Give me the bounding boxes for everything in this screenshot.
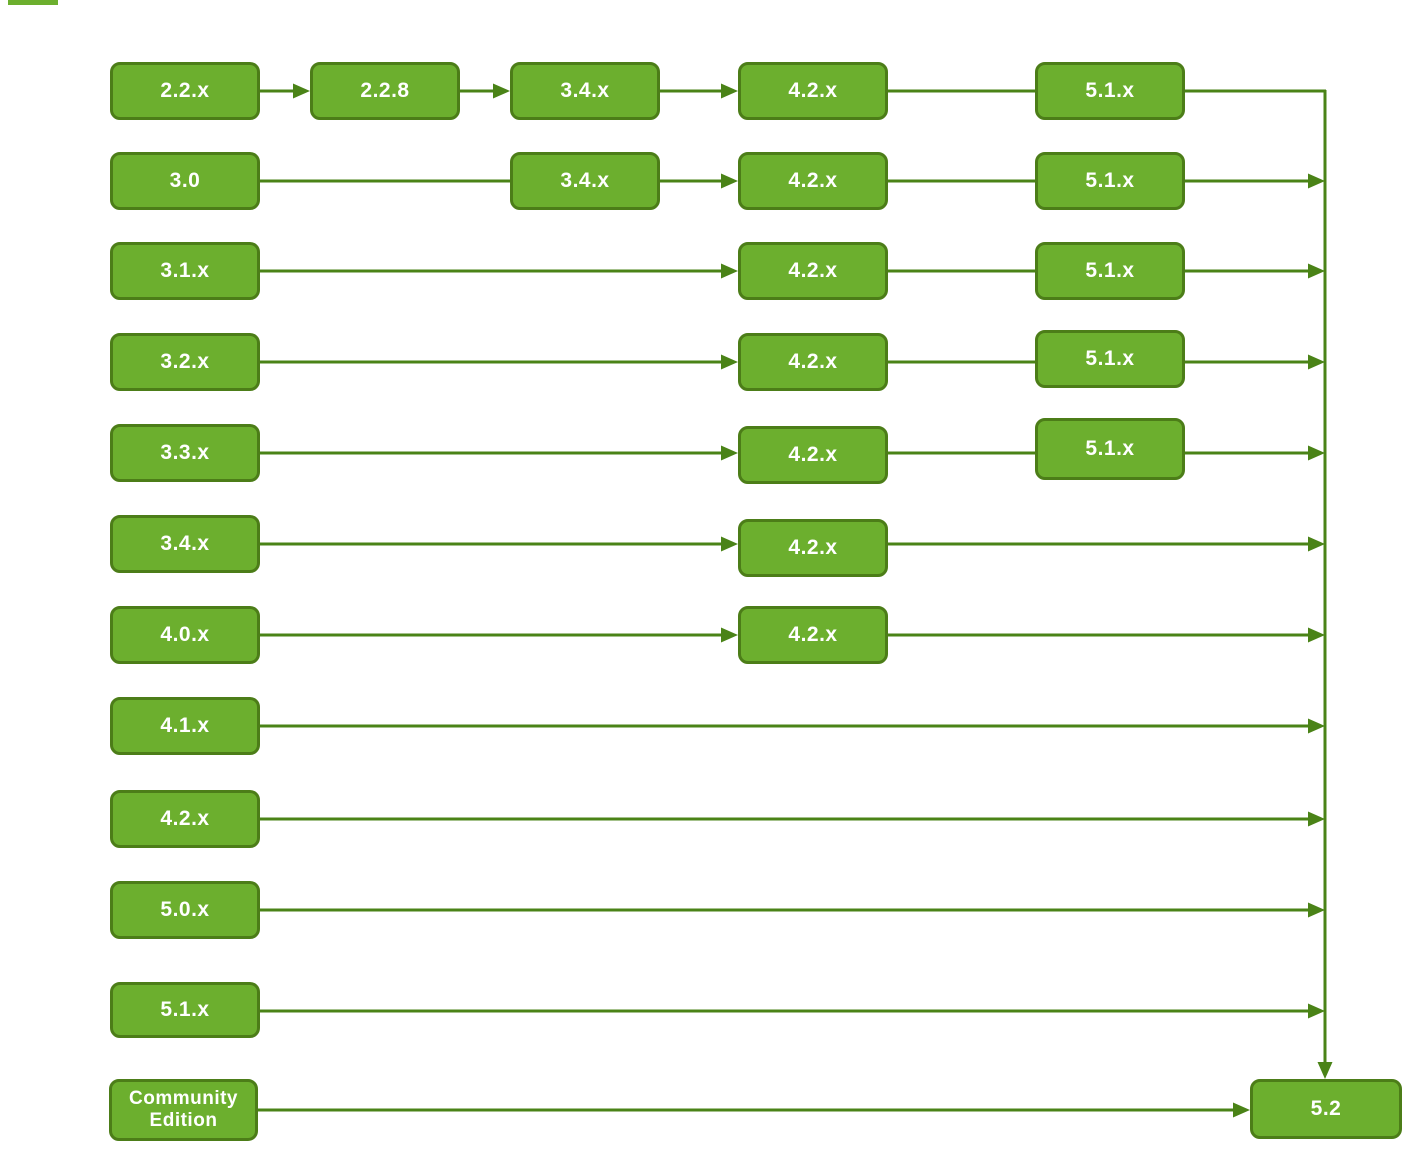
version-node-r3-4-2-x: 4.2.x [738, 242, 888, 300]
arrowhead-icon [1308, 811, 1325, 827]
version-node-r9-4-2-x: 4.2.x [110, 790, 260, 848]
version-node-r6-4-2-x: 4.2.x [738, 519, 888, 577]
version-node-r1-2-2-8: 2.2.8 [310, 62, 460, 120]
arrowhead-icon [293, 83, 310, 99]
arrowhead-icon [721, 627, 738, 643]
arrowhead-icon [721, 536, 738, 552]
version-node-r2-3-0: 3.0 [110, 152, 260, 210]
arrowhead-icon [1308, 718, 1325, 734]
arrowhead-icon [1317, 1062, 1333, 1079]
version-node-r4-4-2-x: 4.2.x [738, 333, 888, 391]
arrowhead-icon [493, 83, 510, 99]
version-node-r4-3-2-x: 3.2.x [110, 333, 260, 391]
version-node-r4-5-1-x: 5.1.x [1035, 330, 1185, 388]
version-node-r11-5-1-x: 5.1.x [110, 982, 260, 1038]
version-node-r1-4-2-x: 4.2.x [738, 62, 888, 120]
version-node-r6-3-4-x: 3.4.x [110, 515, 260, 573]
version-node-r3-5-1-x: 5.1.x [1035, 242, 1185, 300]
arrowhead-icon [721, 173, 738, 189]
corner-artifact [8, 0, 58, 5]
version-node-r12-community-edition: Community Edition [109, 1079, 258, 1141]
arrowhead-icon [1308, 445, 1325, 461]
version-node-r7-4-2-x: 4.2.x [738, 606, 888, 664]
version-node-r1-3-4-x: 3.4.x [510, 62, 660, 120]
arrowhead-icon [721, 263, 738, 279]
version-node-r5-5-1-x: 5.1.x [1035, 418, 1185, 480]
version-node-r7-4-0-x: 4.0.x [110, 606, 260, 664]
arrowhead-icon [1308, 536, 1325, 552]
version-node-r10-5-0-x: 5.0.x [110, 881, 260, 939]
version-node-r1-5-1-x: 5.1.x [1035, 62, 1185, 120]
version-node-r5-4-2-x: 4.2.x [738, 426, 888, 484]
version-node-r3-3-1-x: 3.1.x [110, 242, 260, 300]
arrowhead-icon [1308, 354, 1325, 370]
arrowhead-icon [721, 83, 738, 99]
arrowhead-icon [1308, 263, 1325, 279]
arrowhead-icon [1308, 627, 1325, 643]
arrowhead-icon [1308, 173, 1325, 189]
version-node-r2-4-2-x: 4.2.x [738, 152, 888, 210]
version-node-r5-3-3-x: 3.3.x [110, 424, 260, 482]
arrowhead-icon [721, 354, 738, 370]
arrowhead-icon [1233, 1102, 1250, 1118]
version-node-final-5-2: 5.2 [1250, 1079, 1402, 1139]
version-node-r8-4-1-x: 4.1.x [110, 697, 260, 755]
arrowhead-icon [1308, 902, 1325, 918]
version-node-r2-3-4-x: 3.4.x [510, 152, 660, 210]
arrowhead-icon [1308, 1003, 1325, 1019]
arrowhead-icon [721, 445, 738, 461]
version-node-r1-2-2-x: 2.2.x [110, 62, 260, 120]
version-node-r2-5-1-x: 5.1.x [1035, 152, 1185, 210]
